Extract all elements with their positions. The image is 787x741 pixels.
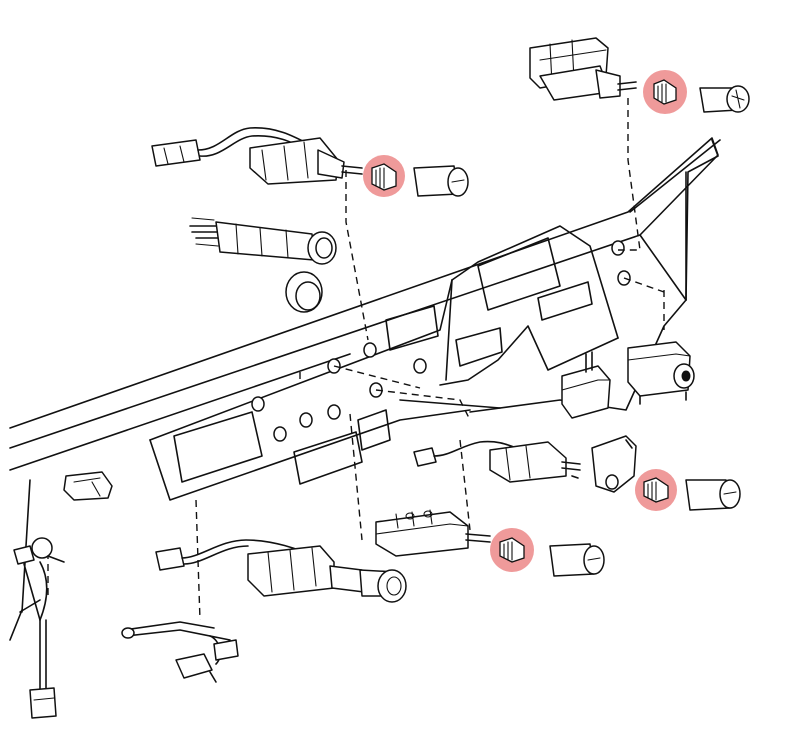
relay bbox=[561, 351, 611, 419]
switch-assembly-center bbox=[375, 509, 491, 557]
switch-assembly-bottom-left bbox=[155, 539, 407, 603]
bushing-upper-left bbox=[413, 165, 469, 197]
lighter-bezel bbox=[285, 271, 323, 313]
switch-assembly-center-right bbox=[413, 440, 581, 483]
bushing-center bbox=[549, 543, 605, 577]
bracket-right bbox=[591, 435, 637, 493]
screw-right bbox=[635, 469, 677, 511]
assembly-guide-lines bbox=[47, 98, 665, 621]
buzzer bbox=[627, 341, 695, 405]
screw-upper-left bbox=[363, 155, 405, 197]
screw-center bbox=[490, 528, 534, 572]
screw-top-right bbox=[643, 70, 687, 114]
switch-assembly-top-right bbox=[529, 37, 637, 101]
bushing-right bbox=[685, 479, 741, 511]
cigarette-lighter bbox=[189, 217, 337, 265]
instrument-panel bbox=[9, 137, 721, 641]
wiring-harness-left bbox=[13, 537, 65, 719]
switch-assembly-upper-left bbox=[151, 127, 363, 185]
bushing-top-right bbox=[699, 85, 750, 113]
clip-left bbox=[63, 471, 113, 501]
connector-bottom bbox=[121, 621, 239, 683]
